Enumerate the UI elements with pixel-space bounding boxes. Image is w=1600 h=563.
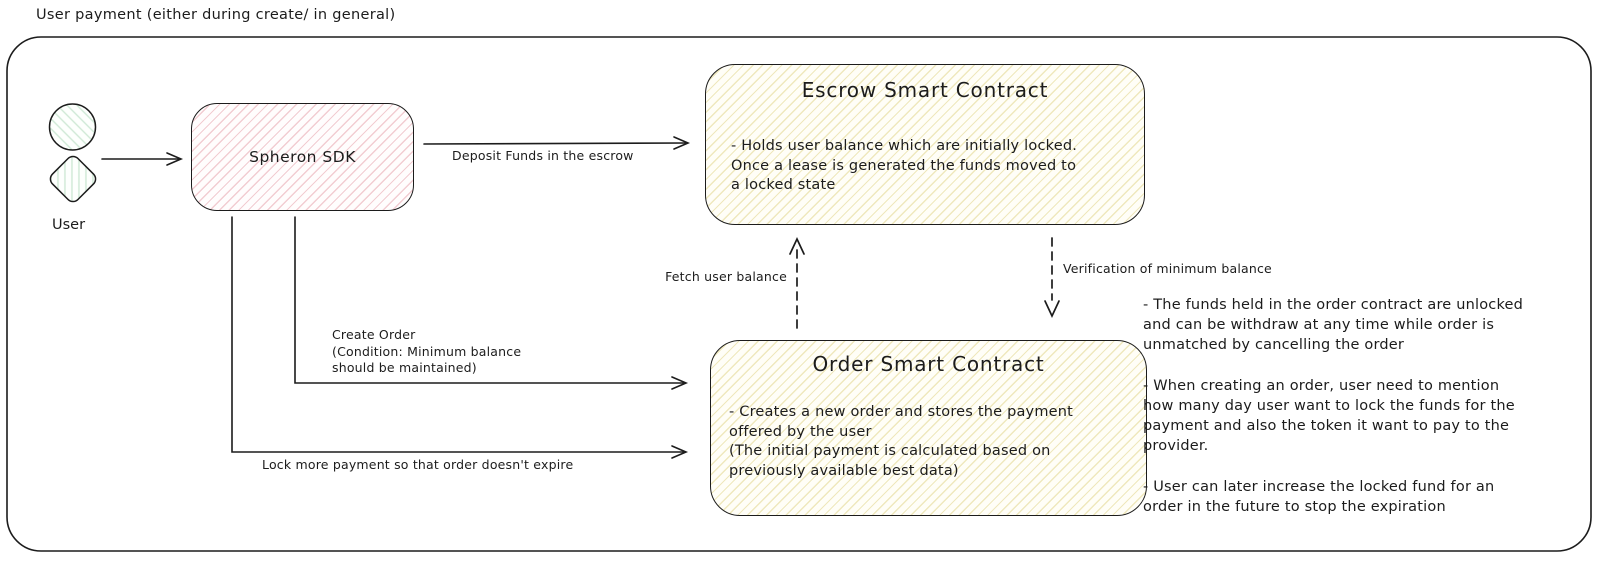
note-increase-fund: - User can later increase the locked fun… (1143, 479, 1495, 515)
spheron-sdk-node: Spheron SDK (191, 103, 414, 211)
arrow-verification-minimum-balance (1044, 237, 1060, 319)
note-order-creation: - When creating an order, user need to m… (1143, 378, 1515, 454)
diagram-frame (6, 36, 1592, 552)
user-node-label: User (52, 217, 86, 233)
side-notes: - The funds held in the order contract a… (1143, 295, 1579, 538)
order-node-description: - Creates a new order and stores the pay… (729, 404, 1074, 479)
deposit-funds-edge-label: Deposit Funds in the escrow (452, 148, 634, 163)
arrow-lock-more-payment (231, 216, 689, 459)
user-head-shape (48, 103, 97, 151)
arrow-create-order (294, 216, 689, 390)
spheron-sdk-label: Spheron SDK (249, 148, 356, 166)
diagram-title: User payment (either during create/ in g… (36, 7, 396, 23)
escrow-node-title: Escrow Smart Contract (801, 78, 1049, 102)
order-node-title: Order Smart Contract (812, 352, 1045, 376)
note-unlock-funds: - The funds held in the order contract a… (1143, 297, 1524, 353)
order-smart-contract-node: Order Smart Contract - Creates a new ord… (710, 340, 1147, 516)
arrow-fetch-user-balance (789, 236, 805, 329)
arrow-user-to-sdk (101, 152, 184, 166)
create-order-edge-label: Create Order (Condition: Minimum balance… (332, 327, 522, 375)
arrow-deposit-funds (423, 136, 691, 150)
verification-edge-label: Verification of minimum balance (1063, 261, 1272, 276)
fetch-user-balance-edge-label: Fetch user balance (665, 269, 787, 284)
user-figure (48, 103, 97, 203)
escrow-node-description: - Holds user balance which are initially… (731, 138, 1078, 193)
escrow-smart-contract-node: Escrow Smart Contract - Holds user balan… (705, 64, 1145, 225)
lock-more-payment-edge-label: Lock more payment so that order doesn't … (262, 457, 574, 472)
user-body-shape (49, 155, 97, 203)
